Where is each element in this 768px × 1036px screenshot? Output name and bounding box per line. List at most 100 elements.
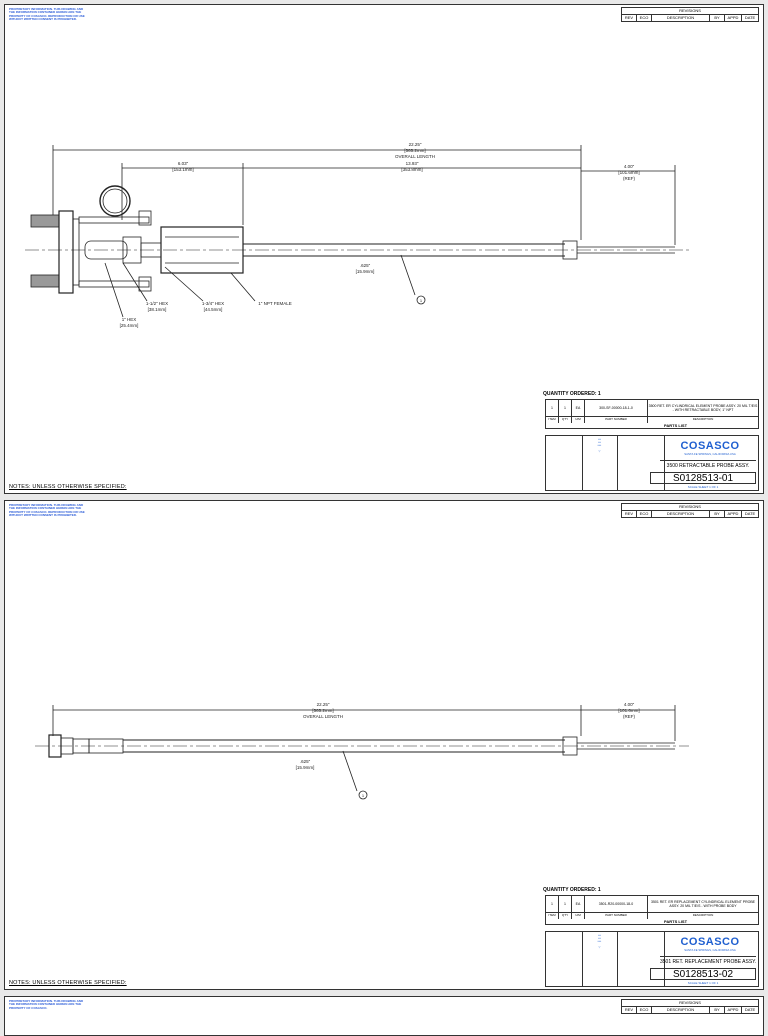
seg1-dim: 6.03" [178,161,189,166]
approval-cells [546,436,583,490]
quantity-ordered: QUANTITY ORDERED: 1 [543,887,601,893]
proprietary-note: PROPRIETARY INFORMATION. THIS DRAWING AN… [9,999,84,1010]
overall-dim-label: OVERALL LENGTH [303,714,343,719]
eco-col: ECO [637,1007,652,1013]
seg2-dim: 13.93" [406,161,419,166]
bom-header: ITEM QTY U/M PART NUMBER DESCRIPTION [546,417,758,423]
sheet-footer: SCALE SHEET 1 OF 1 [687,485,719,489]
title-block-main: ▪▪▪▪▪▪▪▪▪▪▽ COSASCO SANTA FE SPRINGS, CA… [545,435,759,491]
bom-hdr-desc: DESCRIPTION [692,913,714,917]
female-callout: 1" NPT FEMALE [258,301,292,306]
logo-text: COSASCO [680,440,740,452]
date-col: DATE [744,1007,756,1012]
sheet-footer: SCALE SHEET 1 OF 1 [687,981,719,985]
revision-header-row: REV ECO DESCRIPTION BY APPD DATE [621,1006,759,1014]
dia-dim-mm: [15.9mm] [356,269,375,274]
bom-hdr-item: ITEM [546,913,559,919]
bill-of-materials: 1 1 EA 3501-R20-00000-18-0 3501 RET. ER … [545,895,759,925]
company-logo: COSASCO SANTA FE SPRINGS, CALIFORNIA USA [666,440,754,456]
notes-heading: NOTES: UNLESS OTHERWISE SPECIFIED: [9,980,127,986]
company-logo: COSASCO SANTA FE SPRINGS, CALIFORNIA USA [666,936,754,952]
hex3-callout: 1" HEX [122,317,137,322]
drawing-sheet-2: PROPRIETARY INFORMATION. THIS DRAWING AN… [4,500,764,990]
bom-part: 3501-R20-00000-18-0 [585,896,648,912]
bom-hdr-um: U/M [572,417,585,423]
bill-of-materials: 1 1 EA 300-SF-00000-18-1-0 3500 RET. ER … [545,399,759,429]
bom-header: ITEM QTY U/M PART NUMBER DESCRIPTION [546,913,758,919]
bom-desc: 3501 RET. ER REPLACEMENT CYLINDRICAL ELE… [651,900,755,908]
approval-cells [546,932,583,986]
eco-col: ECO [637,15,652,21]
logo-subtitle: SANTA FE SPRINGS, CALIFORNIA USA [684,452,736,456]
hex2-callout-mm: [44.5mm] [204,307,223,312]
logo-subtitle: SANTA FE SPRINGS, CALIFORNIA USA [684,948,736,952]
quantity-ordered: QUANTITY ORDERED: 1 [543,391,601,397]
hex1-callout-mm: [38.1mm] [148,307,167,312]
bom-hdr-desc: DESCRIPTION [692,417,714,421]
overall-dim-mm: [565.2mm] [404,148,425,153]
drawing-number: S0128513-02 [650,968,756,980]
tolerance-cells: ▪▪▪▪▪▪▪▪▪▪▽ [582,436,618,490]
bom-hdr-part: PART NUMBER [585,913,648,919]
tip-dim-mm: [101.6mm] [618,170,639,175]
description-col: DESCRIPTION [652,15,710,21]
bom-hdr-um: U/M [572,913,585,919]
spec-cells [618,932,665,986]
date-col: DATE [744,15,756,20]
overall-dim: 22.25" [409,142,422,147]
rev-col: REV [622,511,637,517]
item-balloon: 1 [420,298,423,303]
tolerance-cells: ▪▪▪▪▪▪▪▪▪▪▽ [582,932,618,986]
revision-block: REVISIONS REV ECO DESCRIPTION BY APPD DA… [621,999,759,1014]
description-col: DESCRIPTION [652,511,710,517]
seg1-dim-mm: [153.1mm] [172,167,193,172]
tip-dim: 4.00" [624,164,635,169]
by-col: BY [710,511,725,517]
bom-hdr-part: PART NUMBER [585,417,648,423]
overall-dim-mm: [565.2mm] [312,708,333,713]
appd-col: APPD [725,511,742,517]
bom-hdr-item: ITEM [546,417,559,423]
item-balloon: 1 [362,793,365,798]
proprietary-note: PROPRIETARY INFORMATION. THIS DRAWING AN… [9,503,85,517]
bom-row: 1 1 EA 3501-R20-00000-18-0 3501 RET. ER … [546,896,758,913]
rev-col: REV [622,1007,637,1013]
bom-hdr-qty: QTY [559,913,572,919]
bom-um: EA [572,400,585,416]
revision-title: REVISIONS [621,999,759,1006]
tip-dim: 4.00" [624,702,635,707]
spec-cells [618,436,665,490]
probe-assembly-drawing: 22.25" [565.2mm] OVERALL LENGTH 6.03" [1… [25,142,689,328]
hex3-callout-mm: [25.4mm] [120,323,139,328]
logo-text: COSASCO [680,936,740,948]
notes-heading: NOTES: UNLESS OTHERWISE SPECIFIED: [9,484,127,490]
drawing-sheet-1: PROPRIETARY INFORMATION. THIS DRAWING AN… [4,4,764,494]
tip-dim-mm: [101.6mm] [618,708,639,713]
title-block: QUANTITY ORDERED: 1 1 1 EA 3501-R20-0000… [543,887,759,987]
by-col: BY [710,15,725,21]
overall-dim-label: OVERALL LENGTH [395,154,435,159]
title-block: QUANTITY ORDERED: 1 1 1 EA 300-SF-00000-… [543,391,759,491]
appd-col: APPD [725,1007,742,1013]
overall-dim: 22.25" [317,702,330,707]
dia-dim: .625" [360,263,371,268]
bom-item: 1 [546,400,559,416]
revision-title: REVISIONS [621,503,759,510]
dia-dim: .625" [300,759,311,764]
bom-um: EA [572,896,585,912]
revision-title: REVISIONS [621,7,759,14]
revision-block: REVISIONS REV ECO DESCRIPTION BY APPD DA… [621,7,759,22]
tip-dim-ref: (REF) [623,176,635,181]
dia-dim-mm: [15.9mm] [296,765,315,770]
tip-dim-ref: (REF) [623,714,635,719]
drawing-sheet-3: PROPRIETARY INFORMATION. THIS DRAWING AN… [4,996,764,1036]
bom-hdr-qty: QTY [559,417,572,423]
bom-item: 1 [546,896,559,912]
bom-qty: 1 [559,896,572,912]
parts-list-label: PARTS LIST [664,423,688,428]
rev-col: REV [622,15,637,21]
replacement-probe-drawing: 22.25" [565.2mm] OVERALL LENGTH 4.00" [1… [35,702,689,800]
title-block-main: ▪▪▪▪▪▪▪▪▪▪▽ COSASCO SANTA FE SPRINGS, CA… [545,931,759,987]
drawing-number: S0128513-01 [650,472,756,484]
bom-part: 300-SF-00000-18-1-0 [585,400,648,416]
